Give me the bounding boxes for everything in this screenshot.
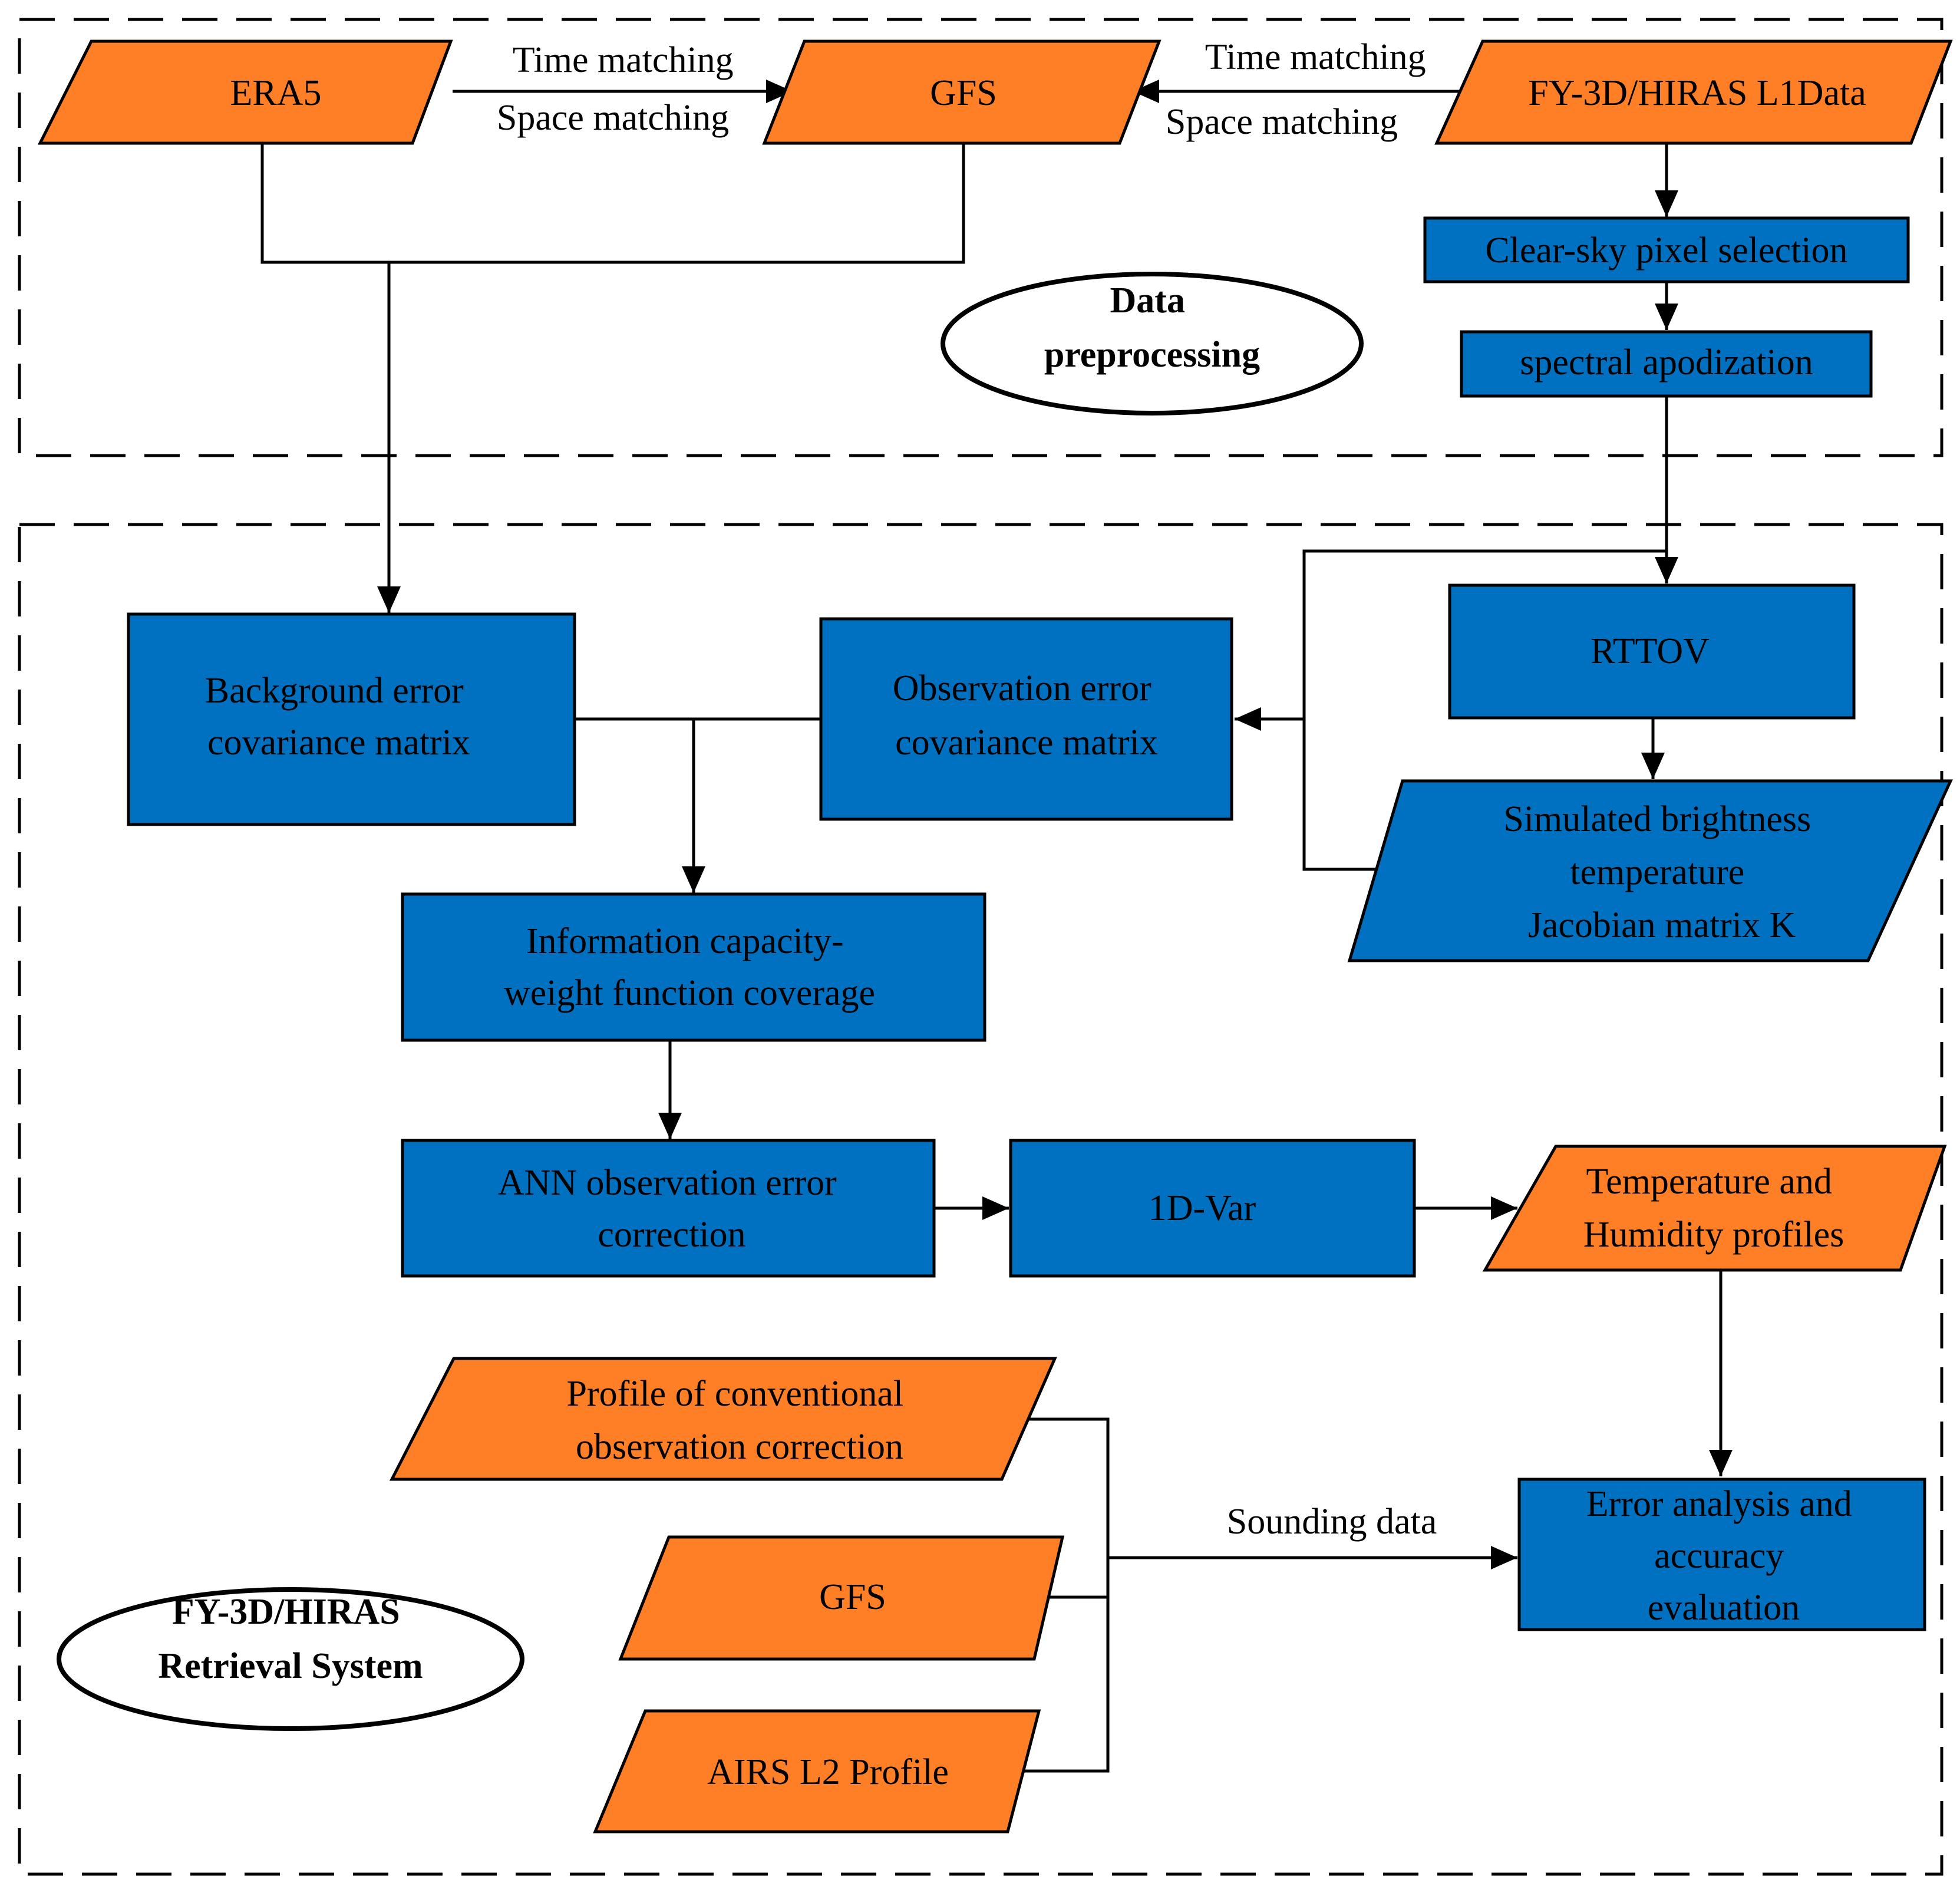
node-clear-sky: [1423, 216, 1910, 283]
edge-conventional-bracket: [1008, 1417, 1110, 1773]
era5-gfs-edge-label: Time matching Space matching: [497, 40, 743, 138]
conventional-label: Profile of conventional observation corr…: [566, 1374, 912, 1467]
node-error-analysis: [1517, 1478, 1926, 1631]
airs-label: AIRS L2 Profile: [707, 1752, 949, 1792]
profiles-label: Temperature and Humidity profiles: [1583, 1162, 1844, 1255]
simulated-bt-label: Simulated brightness temperature Jacobia…: [1503, 799, 1820, 945]
apodization-label: spectral apodization: [1520, 342, 1813, 382]
node-era5: [37, 39, 453, 145]
edge-era5-gfs-merge: [260, 143, 965, 264]
background-error-label: Background error covariance matrix: [205, 671, 473, 763]
node-1dvar: [1009, 1139, 1416, 1278]
preprocessing-section-title: Data preprocessing: [1044, 281, 1260, 375]
node-rttov: [1448, 583, 1856, 720]
node-conventional: [389, 1357, 1057, 1481]
node-info-capacity: [401, 892, 986, 1042]
gfs-top-label: GFS: [930, 73, 997, 113]
clear-sky-label: Clear-sky pixel selection: [1485, 230, 1847, 271]
node-fy3d: [1434, 39, 1953, 145]
info-capacity-label: Information capacity- weight function co…: [504, 921, 875, 1013]
edge-simbt-feedback: [1302, 549, 1667, 871]
node-observation-error: [819, 617, 1233, 821]
preprocessing-oval: [941, 272, 1364, 415]
node-simulated-bt: [1347, 779, 1953, 962]
error-analysis-label: Error analysis and accuracy evaluation: [1586, 1484, 1862, 1628]
node-profiles: [1482, 1145, 1947, 1272]
1dvar-label: 1D-Var: [1149, 1188, 1256, 1228]
node-apodization: [1460, 330, 1873, 398]
era5-label: ERA5: [230, 73, 322, 113]
fy3d-label: FY-3D/HIRAS L1Data: [1528, 73, 1866, 113]
retrieval-section-frame: [18, 523, 1943, 1876]
sounding-edge-label: Sounding data: [1227, 1502, 1437, 1542]
nodes: [37, 39, 1953, 1833]
preprocessing-section-frame: [18, 18, 1943, 457]
node-background-error: [127, 612, 576, 826]
node-gfs-top: [762, 39, 1162, 145]
connectors: [260, 80, 1733, 1773]
retrieval-section-title: FY-3D/HIRAS Retrieval System: [158, 1592, 423, 1686]
node-gfs-bottom: [618, 1535, 1065, 1661]
observation-error-label: Observation error covariance matrix: [893, 668, 1161, 763]
retrieval-oval: [57, 1587, 524, 1731]
rttov-label: RTTOV: [1591, 631, 1710, 671]
ann-label: ANN observation error correction: [498, 1163, 846, 1255]
node-ann: [401, 1139, 936, 1278]
fy3d-gfs-edge-label: Time matching Space matching: [1166, 37, 1435, 142]
node-airs: [593, 1709, 1041, 1833]
gfs-bottom-label: GFS: [819, 1577, 886, 1617]
